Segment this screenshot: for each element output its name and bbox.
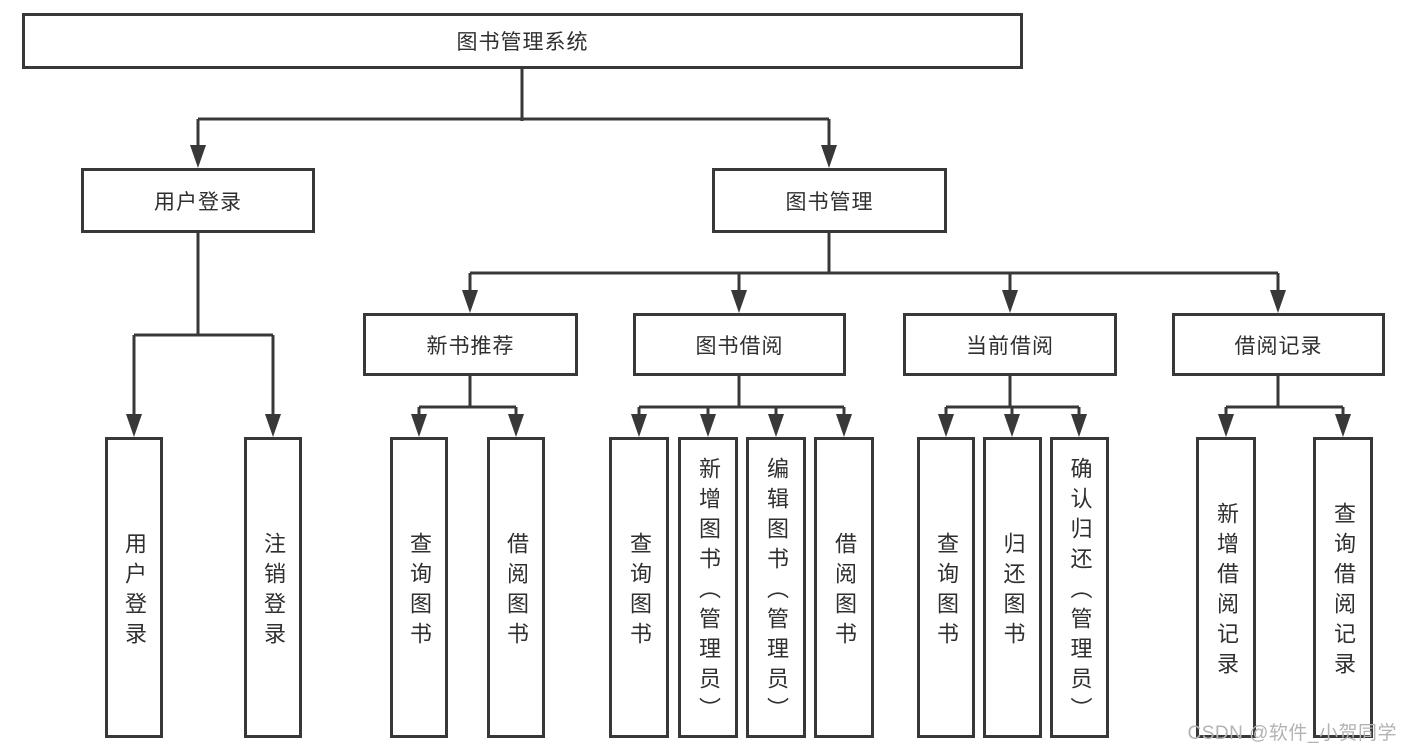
leaf-query-book-recommend-label: 查询图书	[407, 531, 432, 652]
node-current-borrow: 当前借阅	[903, 313, 1117, 376]
node-book-borrow: 图书借阅	[633, 313, 846, 376]
leaf-confirm-return-admin-label: 确认归还（管理员）	[1067, 456, 1093, 727]
node-user-login: 用户登录	[81, 168, 315, 233]
node-current-borrow-label: 当前借阅	[966, 334, 1054, 358]
csdn-watermark: CSDN @软件_小贺同学	[1187, 723, 1397, 744]
leaf-edit-book-admin: 编辑图书（管理员）	[746, 437, 806, 738]
leaf-query-book-recommend: 查询图书	[390, 437, 448, 738]
leaf-query-book-current: 查询图书	[917, 437, 975, 738]
leaf-query-borrow-record: 查询借阅记录	[1313, 437, 1373, 738]
leaf-borrow-book-label: 借阅图书	[832, 531, 857, 652]
leaf-user-login: 用户登录	[105, 437, 163, 738]
node-borrow-record: 借阅记录	[1172, 313, 1385, 376]
node-book-borrow-label: 图书借阅	[695, 334, 784, 358]
leaf-edit-book-admin-label: 编辑图书（管理员）	[764, 456, 789, 727]
leaf-query-book-borrow-label: 查询图书	[627, 531, 652, 652]
node-book-management-label: 图书管理	[785, 190, 874, 214]
node-root: 图书管理系统	[22, 13, 1023, 69]
leaf-return-book-label: 归还图书	[1000, 531, 1026, 652]
leaf-query-book-current-label: 查询图书	[934, 531, 959, 652]
node-user-login-label: 用户登录	[154, 190, 242, 214]
leaf-logout: 注销登录	[244, 437, 302, 738]
leaf-add-borrow-record-label: 新增借阅记录	[1214, 501, 1239, 682]
leaf-return-book: 归还图书	[983, 437, 1042, 738]
leaf-user-login-label: 用户登录	[122, 531, 147, 652]
leaf-query-book-borrow: 查询图书	[609, 437, 669, 738]
leaf-borrow-book: 借阅图书	[814, 437, 874, 738]
leaf-add-book-admin: 新增图书（管理员）	[678, 437, 738, 738]
node-book-management: 图书管理	[712, 168, 947, 233]
leaf-borrow-book-recommend: 借阅图书	[487, 437, 545, 738]
node-borrow-record-label: 借阅记录	[1234, 334, 1323, 358]
leaf-borrow-book-recommend-label: 借阅图书	[504, 531, 529, 652]
leaf-add-borrow-record: 新增借阅记录	[1196, 437, 1256, 738]
leaf-confirm-return-admin: 确认归还（管理员）	[1050, 437, 1109, 738]
leaf-query-borrow-record-label: 查询借阅记录	[1331, 501, 1356, 682]
leaf-logout-label: 注销登录	[261, 531, 286, 652]
node-root-label: 图书管理系统	[456, 31, 589, 54]
leaf-add-book-admin-label: 新增图书（管理员）	[696, 456, 721, 727]
node-new-book-recommend-label: 新书推荐	[426, 334, 515, 358]
node-new-book-recommend: 新书推荐	[363, 313, 578, 376]
